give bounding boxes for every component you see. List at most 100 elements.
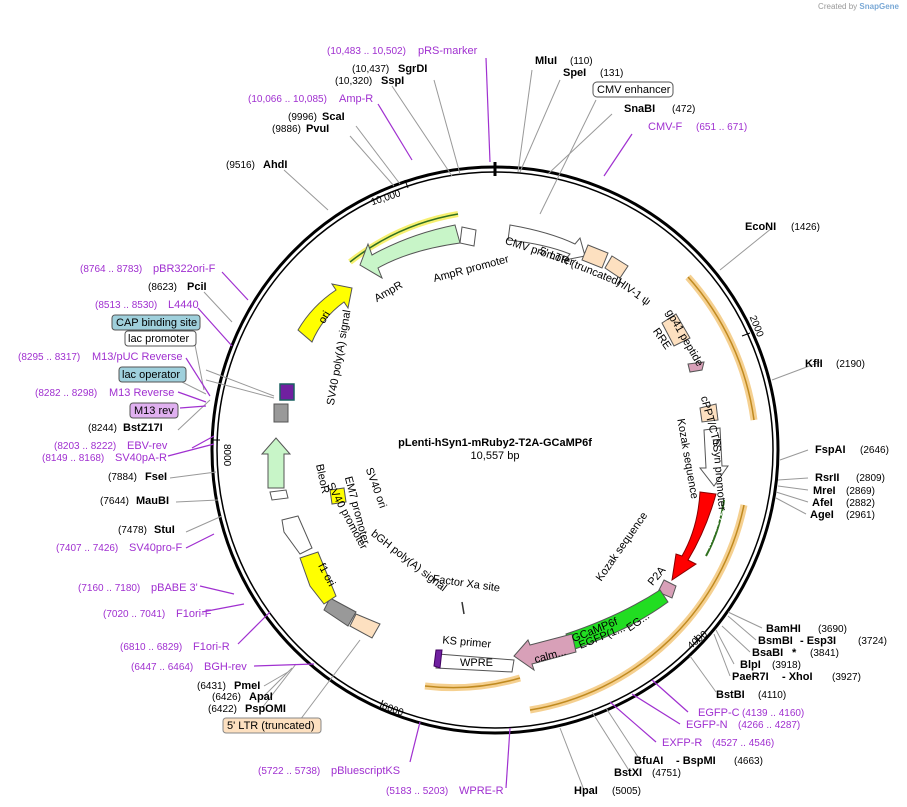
feature-label: SV40 poly(A) signal	[325, 309, 354, 406]
site-pos: (4751)	[652, 768, 681, 779]
site-extra: - BspMI	[676, 755, 716, 767]
primer-name: SV40pro-F	[129, 542, 182, 554]
feature-label: AmpR	[372, 279, 405, 305]
site-name: BstZ17I	[123, 422, 163, 434]
ampr-promoter-arrow	[459, 226, 477, 247]
bgh-gray-box	[323, 597, 357, 627]
orf-arc-top-left-core	[349, 213, 459, 263]
tick-6000: 6000	[379, 699, 405, 719]
site-name: AhdI	[263, 159, 287, 171]
site-name: SgrDI	[398, 63, 427, 75]
primer-name: pBABE 3'	[151, 582, 198, 594]
bgh-box	[349, 613, 381, 639]
site-pos: (6422)	[208, 704, 237, 715]
site-name: PvuI	[306, 123, 329, 135]
site-name: StuI	[154, 524, 175, 536]
site-pos: (2190)	[836, 359, 865, 370]
ori-arrow	[297, 283, 353, 343]
feature-label: bGH poly(A) signal	[369, 528, 449, 594]
site-name: CMV enhancer	[597, 84, 671, 96]
primer-name: pBluescriptKS	[331, 765, 400, 777]
site-pos: (3918)	[772, 660, 801, 671]
feature-label: AmpR promoter	[432, 253, 510, 285]
site-pos: (3841)	[810, 648, 839, 659]
plasmid-name: pLenti-hSyn1-mRuby2-T2A-GCaMP6f	[398, 437, 592, 449]
site-pos: (10,320)	[335, 76, 372, 87]
feature-label: KS primer	[442, 634, 492, 650]
sv40-promoter-arrow	[281, 515, 313, 555]
tick-label: 8000	[221, 444, 232, 467]
site-name: M13 rev	[134, 405, 174, 417]
primer-name: EGFP-N	[686, 719, 728, 731]
site-pos: (8623)	[148, 282, 177, 293]
primer-pos: (5183 .. 5203)	[386, 786, 448, 797]
primer-pos: (8764 .. 8783)	[80, 264, 142, 275]
site-name: lac promoter	[128, 333, 189, 345]
site-name: lac operator	[122, 369, 180, 381]
primer-name: EBV-rev	[127, 440, 168, 452]
site-name: FseI	[145, 471, 167, 483]
site-pos: (110)	[570, 56, 593, 67]
site-pos: (10,437)	[352, 64, 389, 75]
site-extra: - Esp3I	[800, 635, 836, 647]
cmv-enhancer-box	[592, 81, 674, 98]
orf-arc-bottom-left-core	[424, 677, 521, 689]
primer-pos: (8513 .. 8530)	[95, 300, 157, 311]
site-name: AgeI	[810, 509, 834, 521]
primer-marks	[167, 57, 689, 789]
ltr-box	[581, 244, 609, 269]
site-pos: (472)	[672, 104, 695, 115]
feature-label: Kozak sequence	[594, 510, 650, 584]
primer-pos: (6447 .. 6464)	[131, 662, 193, 673]
plasmid-size: 10,557 bp	[471, 450, 520, 462]
snapgene-credit: Created by SnapGene	[818, 2, 899, 11]
site-pos: (7884)	[108, 472, 137, 483]
ks-primer-mark	[433, 649, 443, 669]
primer-name: SV40pA-R	[115, 452, 167, 464]
primer-name: EGFP-C	[698, 707, 740, 719]
site-name: BsmBI	[758, 635, 793, 647]
primer-pos: (8282 .. 8298)	[35, 388, 97, 399]
primer-name: M13 Reverse	[109, 387, 174, 399]
site-pos: (9516)	[226, 160, 255, 171]
site-name: PciI	[187, 281, 207, 293]
primer-name: CMV-F	[648, 121, 683, 133]
snapgene-logo: SnapGene	[859, 2, 899, 11]
site-pos: (2961)	[846, 510, 875, 521]
tick-8000: 8000	[212, 439, 232, 467]
site-pos: (4110)	[758, 690, 786, 701]
site-name: MluI	[535, 55, 557, 67]
feature-label: WPRE	[460, 657, 493, 669]
site-pos: (9886)	[272, 124, 301, 135]
site-pos: (6426)	[212, 692, 241, 703]
sv40-ori-box	[329, 487, 347, 505]
primer-pos: (4266 .. 4287)	[738, 720, 800, 731]
primer-pos: (8149 .. 8168)	[42, 453, 104, 464]
site-pos: (8244)	[88, 423, 117, 434]
egfp-arrow	[565, 589, 669, 651]
bleor-arrow	[260, 437, 292, 489]
hsyn-arrow	[698, 427, 729, 487]
orf-arc-bottom-core	[529, 504, 745, 711]
site-name: BsaBI	[752, 647, 783, 659]
site-name: SnaBI	[624, 103, 655, 115]
site-pos: (5005)	[612, 786, 641, 797]
site-name: AfeI	[812, 497, 833, 509]
ltr-label-box	[222, 717, 322, 734]
feature-label: ori	[316, 309, 333, 326]
site-pos: (4663)	[734, 756, 763, 767]
site-name: 5' LTR (truncated)	[227, 720, 314, 732]
primer-pos: (4527 .. 4546)	[712, 738, 774, 749]
feature-label: SV40 ori	[363, 466, 389, 510]
lac-promoter-box	[124, 330, 197, 347]
site-pos: (1426)	[791, 222, 820, 233]
primer-pos: (6810 .. 6829)	[120, 642, 182, 653]
primer-pos: (4139 .. 4160)	[742, 708, 804, 719]
orf-arc-right-core	[687, 276, 755, 421]
site-name: KflI	[805, 358, 823, 370]
primer-name: EXFP-R	[662, 737, 702, 749]
lac-operator-box	[118, 366, 187, 383]
site-pos: (7644)	[100, 496, 129, 507]
tick-label: 6000	[380, 701, 405, 719]
site-name: PmeI	[234, 680, 260, 692]
